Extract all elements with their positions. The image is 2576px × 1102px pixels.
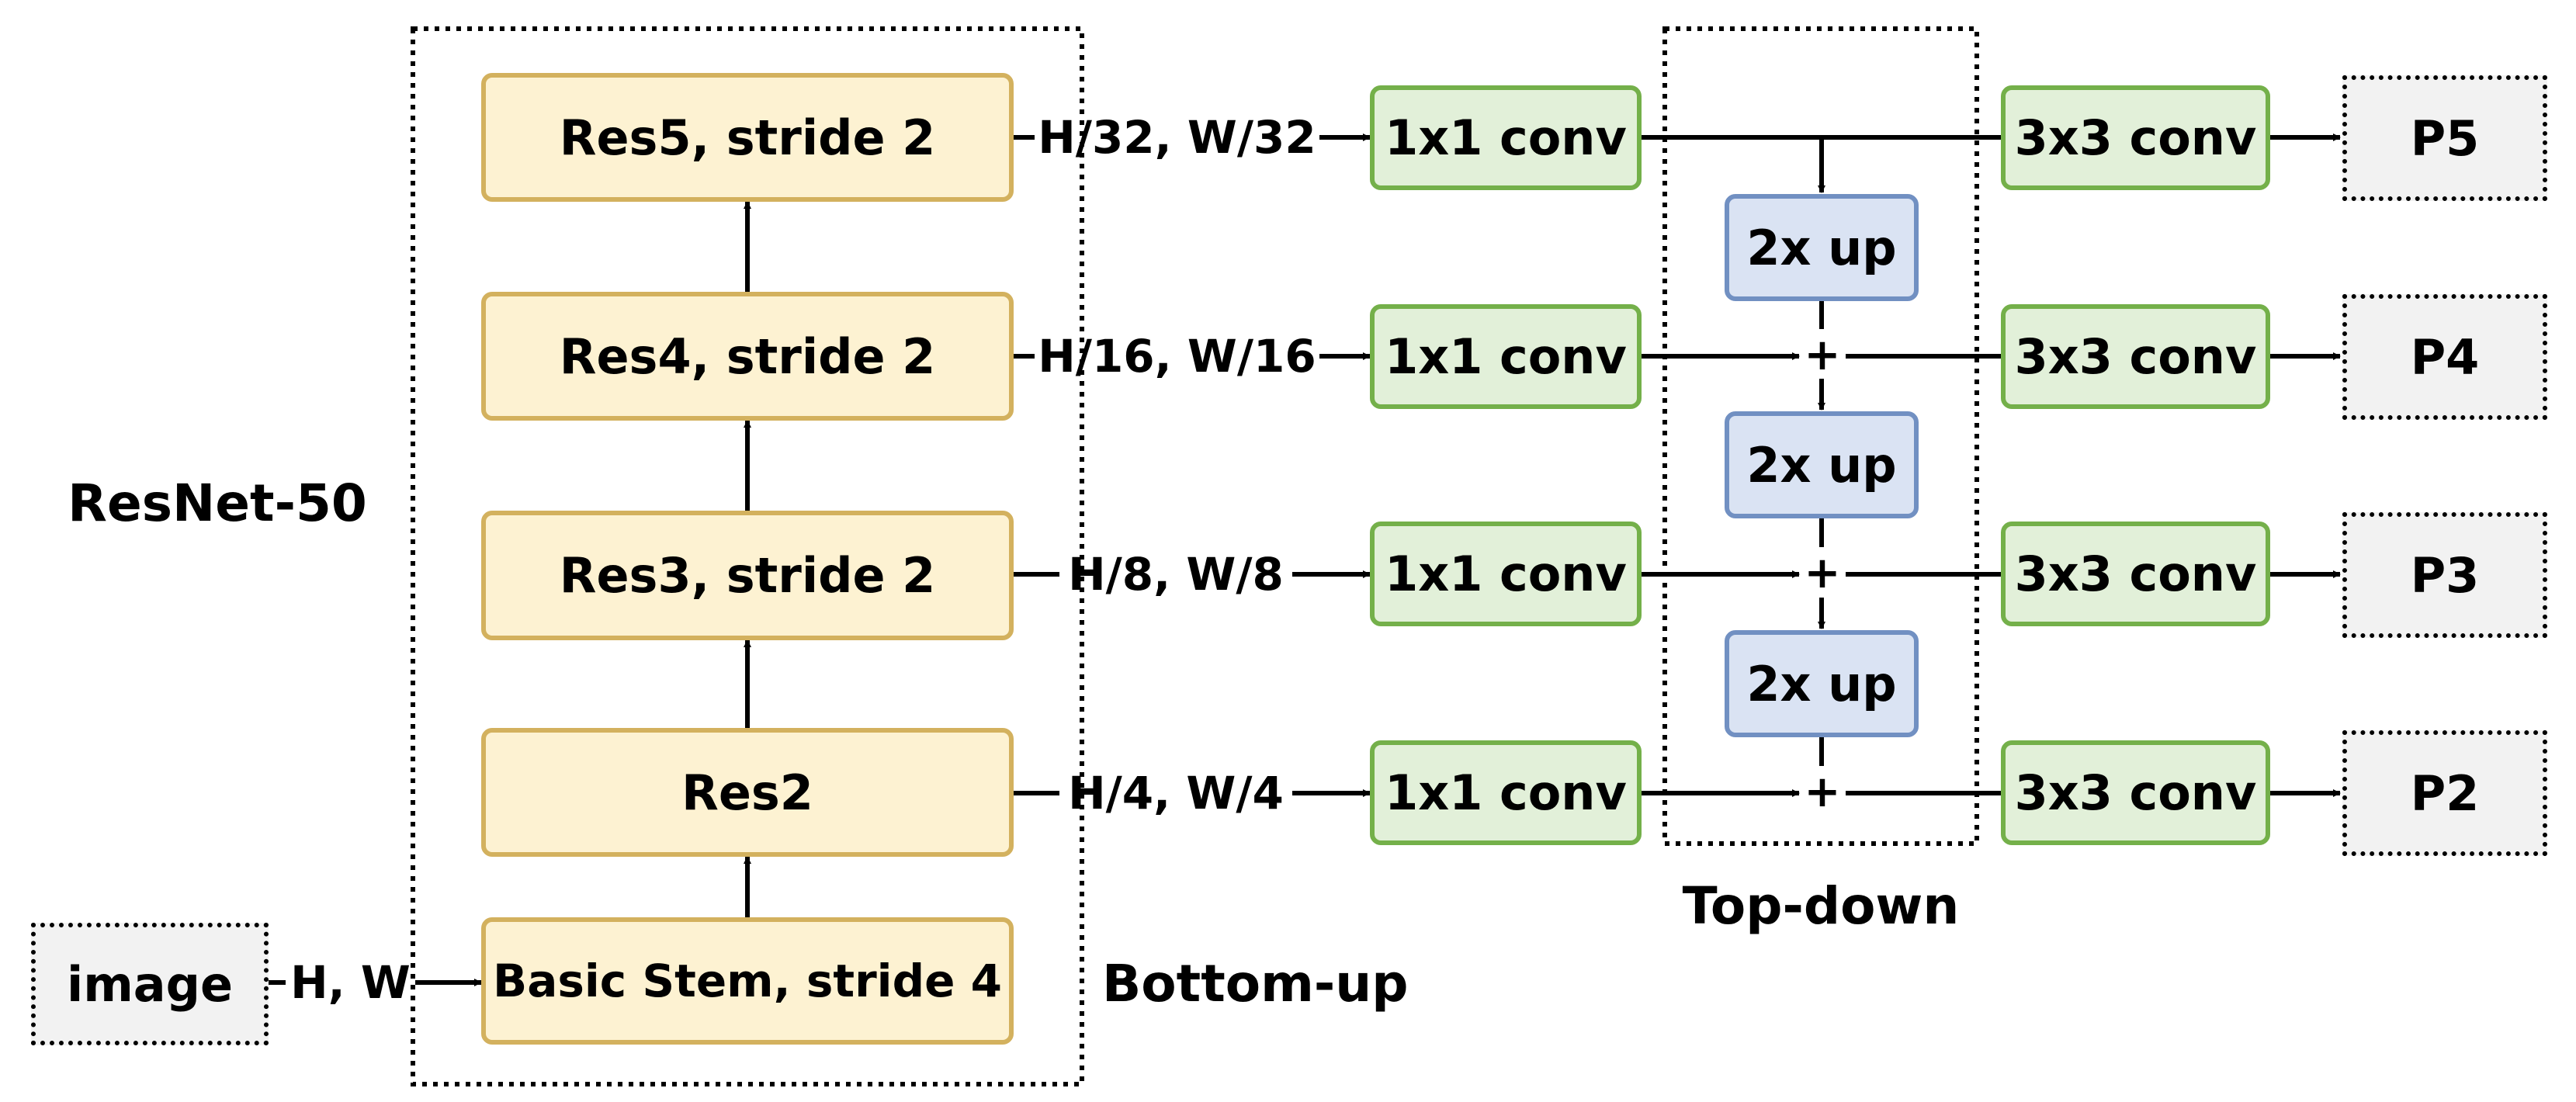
merge-node-p3: + bbox=[1804, 547, 1841, 598]
res3-dim-label: H/8, W/8 bbox=[1068, 548, 1284, 601]
res2-block: Res2 bbox=[481, 728, 1014, 857]
upsample-block-3: 2x up bbox=[1725, 630, 1919, 737]
top-down-label: Top-down bbox=[1682, 875, 1960, 936]
output-conv-p5: 3x3 conv bbox=[2001, 85, 2270, 190]
output-conv-p2: 3x3 conv bbox=[2001, 740, 2270, 845]
top-down-frame bbox=[1662, 26, 1979, 846]
res4-dim-label: H/16, W/16 bbox=[1038, 330, 1316, 383]
lateral-conv-p3: 1x1 conv bbox=[1370, 522, 1642, 626]
upsample-block-2: 2x up bbox=[1725, 411, 1919, 518]
lateral-conv-p2: 1x1 conv bbox=[1370, 740, 1642, 845]
bottom-up-frame bbox=[411, 26, 1084, 1086]
res4-block: Res4, stride 2 bbox=[481, 292, 1014, 421]
upsample-block-1: 2x up bbox=[1725, 194, 1919, 301]
output-p3: P3 bbox=[2342, 512, 2547, 638]
merge-node-p4: + bbox=[1804, 329, 1841, 380]
output-p5: P5 bbox=[2342, 75, 2547, 201]
res5-dim-label: H/32, W/32 bbox=[1038, 111, 1316, 164]
res3-block: Res3, stride 2 bbox=[481, 511, 1014, 640]
bottom-up-label: Bottom-up bbox=[1102, 953, 1409, 1014]
output-conv-p3: 3x3 conv bbox=[2001, 522, 2270, 626]
image-input-box: image bbox=[31, 923, 269, 1045]
res2-dim-label: H/4, W/4 bbox=[1068, 767, 1284, 820]
resnet-label: ResNet-50 bbox=[68, 473, 367, 533]
input-dim-label: H, W bbox=[290, 956, 411, 1009]
basic-stem-block: Basic Stem, stride 4 bbox=[481, 917, 1014, 1045]
lateral-conv-p5: 1x1 conv bbox=[1370, 85, 1642, 190]
output-p2: P2 bbox=[2342, 730, 2547, 856]
merge-node-p2: + bbox=[1804, 766, 1841, 817]
lateral-conv-p4: 1x1 conv bbox=[1370, 304, 1642, 409]
output-p4: P4 bbox=[2342, 294, 2547, 420]
res5-block: Res5, stride 2 bbox=[481, 73, 1014, 202]
output-conv-p4: 3x3 conv bbox=[2001, 304, 2270, 409]
